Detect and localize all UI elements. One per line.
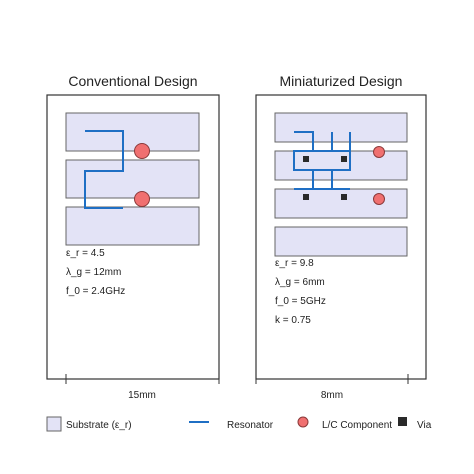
miniaturized-via-2 — [341, 156, 347, 162]
miniaturized-lc-component-1 — [373, 146, 385, 158]
miniaturized-param-wavelength: λ_g = 6mm — [275, 277, 325, 288]
miniaturized-dimension-marker — [255, 374, 409, 384]
miniaturized-substrate-layer-3 — [274, 188, 408, 219]
conventional-dimension-label: 15mm — [128, 390, 156, 401]
legend-item-lc-component: L/C Component — [297, 416, 392, 431]
miniaturized-param-permittivity: ε_r = 9.8 — [275, 258, 314, 269]
miniaturized-substrate-layer-2 — [274, 150, 408, 181]
legend-item-substrate: Substrate (ε_r) — [46, 416, 132, 432]
conventional-design-panel: Conventional Design ε_r = 4.5 λ_g = 12mm… — [46, 73, 220, 401]
miniaturized-substrate-layer-4 — [274, 226, 408, 257]
miniaturized-param-coupling: k = 0.75 — [275, 315, 311, 326]
legend-item-resonator: Resonator — [189, 420, 274, 431]
conventional-substrate-layer-3 — [65, 206, 200, 246]
legend-label-resonator: Resonator — [227, 420, 274, 431]
conventional-resonator-line — [84, 130, 124, 209]
legend-item-via: Via — [398, 417, 432, 431]
legend-label-via: Via — [417, 420, 432, 431]
miniaturized-lc-component-2 — [373, 193, 385, 205]
miniaturized-substrate-layer-1 — [274, 112, 408, 143]
miniaturized-resonator-line — [293, 131, 351, 190]
legend-label-substrate: Substrate (ε_r) — [66, 420, 132, 431]
via-square-icon — [398, 417, 407, 426]
miniaturized-via-1 — [303, 156, 309, 162]
conventional-dimension-marker — [65, 374, 220, 384]
conventional-param-wavelength: λ_g = 12mm — [66, 267, 121, 278]
miniaturized-via-3 — [303, 194, 309, 200]
miniaturized-param-frequency: f_0 = 5GHz — [275, 296, 326, 307]
miniaturized-dimension-label: 8mm — [321, 390, 343, 401]
legend: Substrate (ε_r) Resonator L/C Component … — [46, 416, 432, 432]
miniaturized-design-panel: Miniaturized Design ε_r = 9.8 λ_g = 6mm … — [255, 73, 427, 401]
conventional-lc-component-1 — [134, 143, 150, 159]
conventional-substrate-layer-2 — [65, 159, 200, 199]
lc-circle-icon — [297, 416, 309, 428]
miniaturized-via-4 — [341, 194, 347, 200]
conventional-param-frequency: f_0 = 2.4GHz — [66, 286, 125, 297]
conventional-lc-component-2 — [134, 191, 150, 207]
conventional-design-title: Conventional Design — [68, 73, 197, 89]
miniaturized-design-title: Miniaturized Design — [280, 73, 403, 89]
substrate-swatch-icon — [46, 416, 62, 432]
conventional-param-permittivity: ε_r = 4.5 — [66, 248, 105, 259]
legend-label-lc-component: L/C Component — [322, 420, 392, 431]
